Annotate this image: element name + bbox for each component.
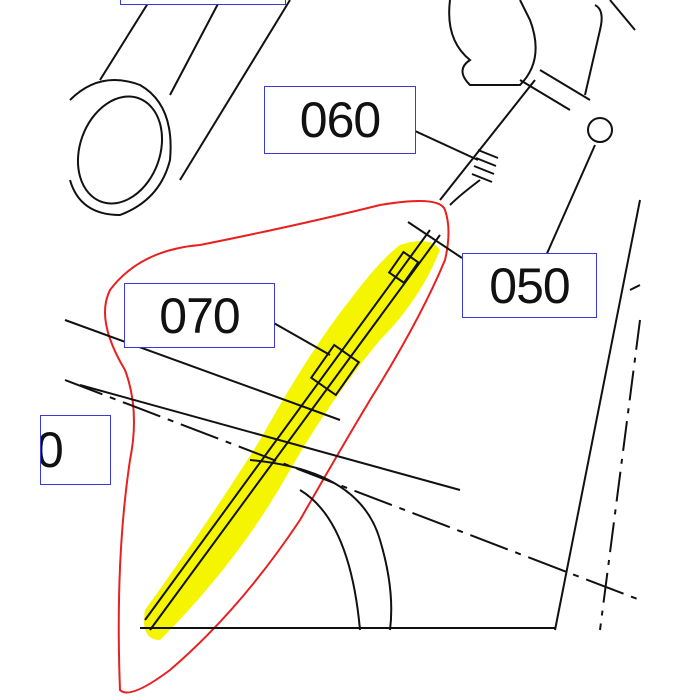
highlight-marker (144, 241, 440, 640)
bolt-050 (587, 117, 613, 143)
label-left-partial-text: 0 (41, 421, 64, 479)
cable-070 (149, 234, 441, 631)
label-050: 050 (462, 253, 597, 318)
label-left-partial: 0 (40, 415, 111, 485)
bracket-part (448, 0, 537, 86)
red-outline (104, 200, 450, 694)
label-top-partial (120, 0, 286, 5)
spring-060 (471, 149, 499, 183)
label-070: 070 (124, 283, 275, 348)
label-060: 060 (264, 86, 416, 154)
cylinder-part (69, 79, 172, 217)
